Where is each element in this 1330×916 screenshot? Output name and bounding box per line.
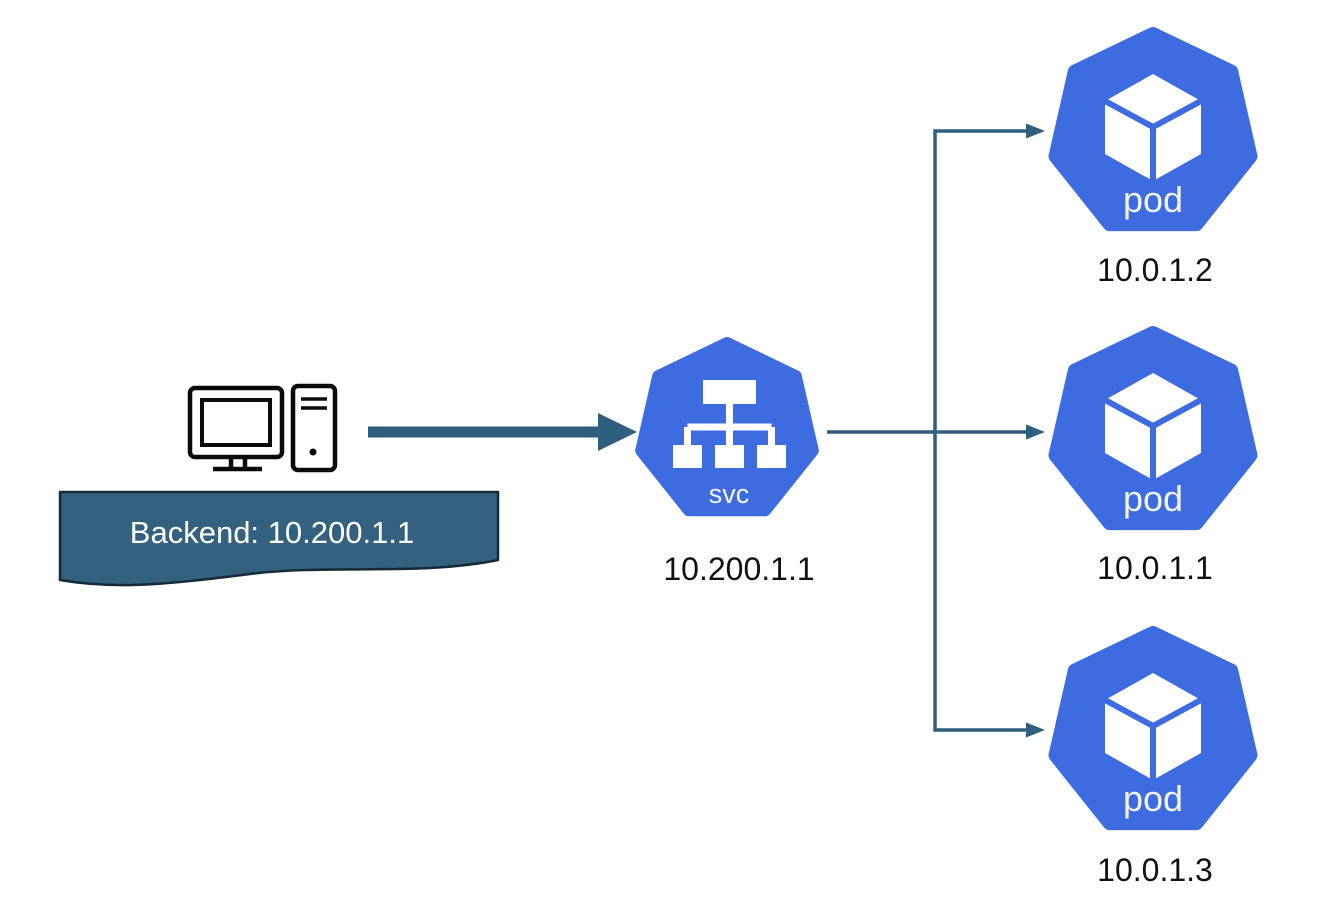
arrowhead-middle [1026,424,1045,440]
service-icon-label: svc [709,479,750,509]
client-to-service-arrow [368,413,637,451]
kubernetes-service-icon: svc [635,337,819,517]
desktop-computer-icon [187,383,338,473]
connector-arrowheads [1026,123,1045,738]
pod-3-ip-label: 10.0.1.3 [1097,852,1213,888]
service-ip-label: 10.200.1.1 [663,551,814,587]
backend-banner-shape [58,490,500,587]
backend-banner-label: Backend: 10.200.1.1 [130,515,414,550]
arrowhead-top [1026,123,1045,139]
pod-1-ip-label: 10.0.1.2 [1097,252,1213,288]
pod-1-icon-label: pod [1123,179,1183,220]
pod-2-icon-label: pod [1123,478,1183,519]
pod-icon-1: pod [1056,34,1251,224]
arrowhead-bottom [1026,722,1045,738]
pod-2-ip-label: 10.0.1.1 [1097,550,1213,586]
service-tree-glyph [673,380,786,468]
backend-banner: Backend: 10.200.1.1 [58,490,500,587]
pod-3-icon-label: pod [1123,778,1183,819]
service-to-pods-connector [827,129,1026,732]
pod-icon-3: pod [1056,633,1251,823]
pod-icon-2: pod [1056,333,1251,523]
